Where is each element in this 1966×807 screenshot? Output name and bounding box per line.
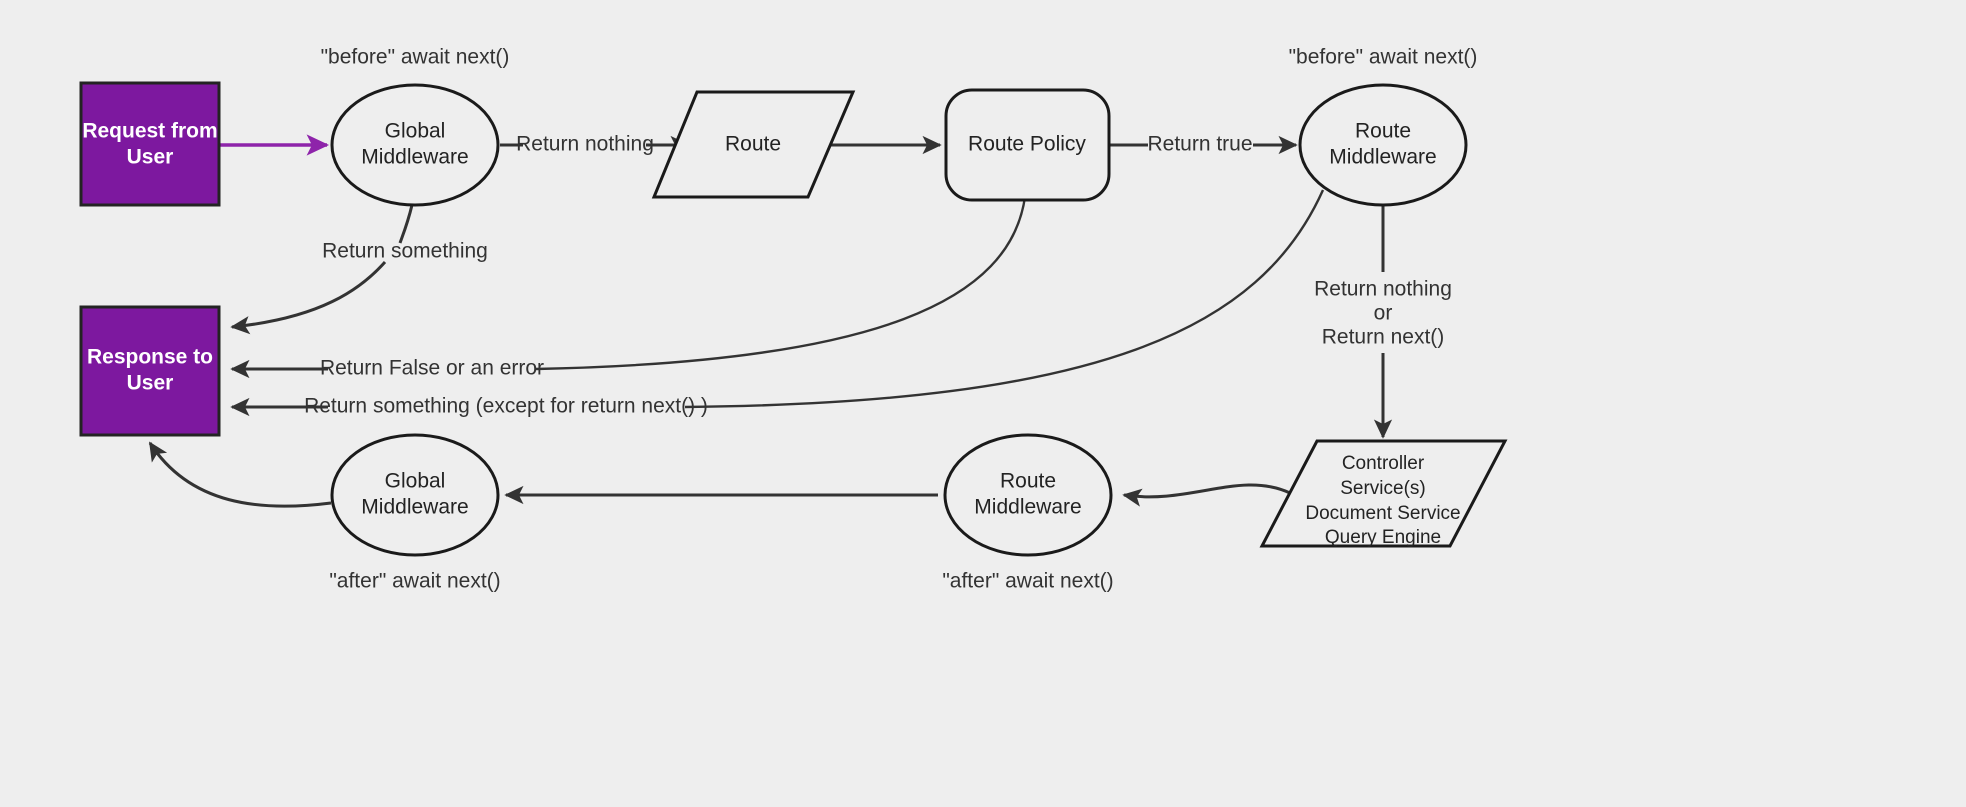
edge-global-mw-to-label-return-something bbox=[398, 204, 414, 244]
edge-global-mw-bottom-to-response bbox=[148, 441, 332, 508]
annotation-before-global-middleware: "before" await next() bbox=[321, 46, 510, 69]
node-route-middleware-top[interactable] bbox=[1298, 83, 1468, 207]
node-route[interactable] bbox=[651, 90, 856, 199]
edge-label-return-something-to-response bbox=[230, 261, 387, 335]
global-mw-bottom-label-line1: Global bbox=[385, 470, 446, 493]
edge-label-return-something-top: Return something bbox=[322, 240, 488, 263]
controller-line1: Controller bbox=[1342, 453, 1425, 474]
edge-route-mw-to-label-return-something-except bbox=[684, 189, 1325, 409]
route-label: Route bbox=[725, 133, 781, 156]
request-label-line2: User bbox=[127, 146, 174, 169]
edge-label-return-true: Return true bbox=[1147, 133, 1252, 156]
controller-line2: Service(s) bbox=[1340, 478, 1426, 499]
global-mw-bottom-label-line2: Middleware bbox=[361, 496, 468, 519]
edge-label-return-nothing-or-3: Return next() bbox=[1322, 326, 1445, 349]
node-global-middleware-bottom[interactable] bbox=[330, 433, 500, 557]
edge-route-policy-to-label-return-false bbox=[535, 196, 1027, 371]
controller-line4: Query Engine bbox=[1325, 527, 1441, 548]
edge-label-return-nothing: Return nothing bbox=[516, 133, 654, 156]
node-global-middleware-top[interactable] bbox=[330, 83, 500, 207]
edge-label-return-false-or-error: Return False or an error bbox=[320, 357, 544, 380]
response-label-line1: Response to bbox=[87, 346, 213, 369]
edge-label-return-nothing-or-2: or bbox=[1374, 302, 1393, 325]
annotation-after-route-middleware: "after" await next() bbox=[942, 570, 1113, 593]
route-mw-bottom-label-line2: Middleware bbox=[974, 496, 1081, 519]
node-route-middleware-bottom[interactable] bbox=[943, 433, 1113, 557]
route-mw-top-label-line2: Middleware bbox=[1329, 146, 1436, 169]
node-route-policy[interactable] bbox=[944, 88, 1111, 202]
request-label-line1: Request from bbox=[82, 120, 217, 143]
node-response-to-user[interactable] bbox=[79, 305, 221, 437]
edge-label-return-nothing-or-1: Return nothing bbox=[1314, 278, 1452, 301]
route-policy-label: Route Policy bbox=[968, 133, 1086, 156]
route-mw-top-label-line1: Route bbox=[1355, 120, 1411, 143]
route-mw-bottom-label-line1: Route bbox=[1000, 470, 1056, 493]
global-mw-top-label-line2: Middleware bbox=[361, 146, 468, 169]
global-mw-top-label-line1: Global bbox=[385, 120, 446, 143]
controller-line3: Document Service bbox=[1305, 503, 1460, 524]
annotation-before-route-middleware: "before" await next() bbox=[1289, 46, 1478, 69]
node-controller-services[interactable] bbox=[1259, 439, 1508, 548]
annotation-after-global-middleware: "after" await next() bbox=[329, 570, 500, 593]
edge-controller-to-route-mw-bottom bbox=[1122, 483, 1291, 507]
response-label-line2: User bbox=[127, 372, 174, 395]
node-request-from-user[interactable] bbox=[79, 81, 221, 207]
edge-label-return-something-except: Return something (except for return next… bbox=[304, 395, 708, 418]
